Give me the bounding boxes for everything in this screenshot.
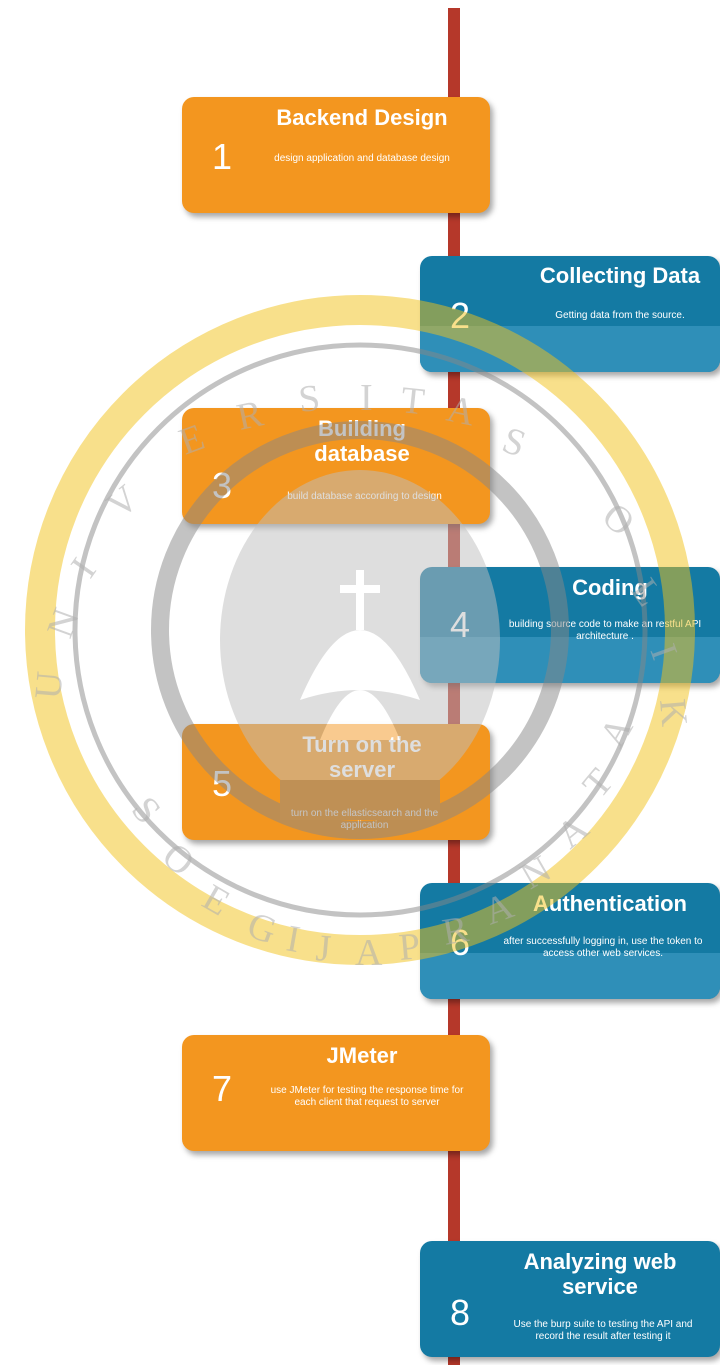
svg-text:K: K (651, 697, 695, 729)
step-number: 2 (450, 295, 471, 336)
step-title: Analyzing web service (523, 1249, 677, 1299)
svg-text:N: N (39, 603, 88, 643)
svg-text:U: U (27, 670, 71, 701)
svg-text:A: A (355, 932, 383, 974)
svg-text:E: E (196, 876, 237, 924)
step-description: design application and database design (274, 153, 450, 164)
step-number: 8 (450, 1292, 471, 1333)
step-card-5: 5 Turn on the server turn on the ellasti… (182, 724, 490, 840)
step-title: Authentication (533, 891, 687, 916)
svg-text:P: P (397, 925, 422, 969)
step-title: Backend Design (276, 105, 448, 130)
svg-text:I: I (283, 918, 303, 962)
step-title: Turn on the server (302, 732, 422, 782)
svg-text:O: O (154, 835, 202, 885)
svg-text:A: A (549, 807, 597, 857)
step-number: 1 (212, 136, 233, 177)
svg-text:A: A (591, 709, 641, 754)
svg-text:V: V (99, 477, 147, 527)
step-title: Building database (314, 416, 410, 466)
svg-text:I: I (63, 551, 105, 585)
step-description: Use the burp suite to testing the API an… (513, 1319, 693, 1342)
step-card-8: 8 Analyzing web service Use the burp sui… (420, 1241, 720, 1357)
step-description: use JMeter for testing the response time… (270, 1085, 464, 1108)
step-title: JMeter (326, 1043, 398, 1068)
step-number: 6 (450, 922, 471, 963)
step-card-6: 6 Authentication after successfully logg… (420, 883, 720, 999)
step-card-3: 3 Building database build database accor… (182, 408, 490, 524)
svg-text:S: S (123, 789, 169, 832)
step-number: 3 (212, 465, 233, 506)
step-description: turn on the ellasticsearch and the appli… (290, 808, 439, 831)
step-card-2: 2 Collecting Data Getting data from the … (420, 256, 720, 372)
step-description: after successfully logging in, use the t… (503, 936, 703, 959)
svg-text:J: J (314, 927, 332, 970)
svg-text:G: G (242, 904, 282, 953)
step-card-1: 1 Backend Design design application and … (182, 97, 490, 213)
step-card-7: 7 JMeter use JMeter for testing the resp… (182, 1035, 490, 1151)
step-card-4: 4 Coding building source code to make an… (420, 567, 720, 683)
step-description: Getting data from the source. (555, 310, 685, 321)
svg-text:S: S (497, 419, 531, 466)
svg-text:O: O (594, 495, 642, 545)
step-description: build database according to design (287, 491, 442, 502)
step-title: Coding (572, 575, 648, 600)
svg-text:T: T (575, 761, 622, 806)
step-number: 7 (212, 1068, 233, 1109)
step-title: Collecting Data (539, 263, 701, 288)
step-description: building source code to make an restful … (508, 619, 702, 642)
step-number: 4 (450, 604, 471, 645)
step-number: 5 (212, 763, 233, 804)
